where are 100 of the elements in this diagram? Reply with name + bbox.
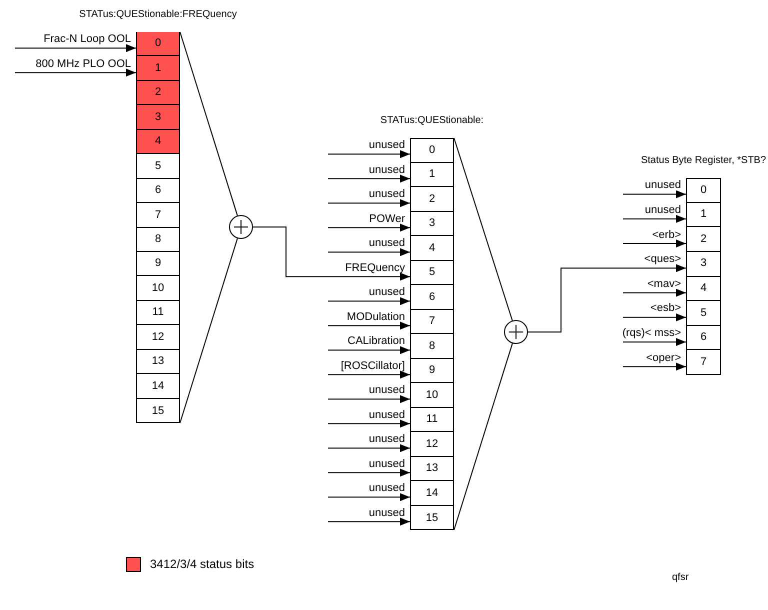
edge-label: unused — [368, 433, 405, 446]
arrow — [328, 493, 410, 502]
arrow — [328, 370, 410, 379]
bit-cell: 0 — [411, 138, 453, 162]
bit-cell: 5 — [687, 301, 720, 326]
bit-cell: 4 — [687, 276, 720, 302]
arrow — [622, 240, 686, 248]
edge-label: unused — [368, 384, 405, 398]
register-title: Status Byte Register, *STB? — [640, 155, 766, 167]
arrow — [328, 346, 410, 354]
bit-cell: 12 — [137, 325, 179, 350]
bit-cell: 7 — [411, 310, 453, 334]
figure-id: qfsr — [672, 571, 689, 585]
summing-junction — [229, 215, 253, 239]
connector-line — [454, 138, 513, 322]
edge-label: unused — [368, 286, 405, 300]
bit-cell: 6 — [687, 326, 720, 350]
arrow — [328, 518, 410, 526]
bit-cell: 8 — [137, 228, 179, 252]
bit-cell: 2 — [411, 187, 453, 212]
bit-cell: 11 — [411, 408, 453, 432]
edge-label: Frac-N Loop OOL — [44, 33, 131, 46]
arrow — [14, 68, 136, 77]
bit-cell: 9 — [411, 358, 453, 383]
edge-label: unused — [368, 506, 405, 520]
edge-label: unused — [368, 188, 405, 202]
arrow — [328, 224, 410, 232]
edge-label: unused — [644, 179, 681, 192]
edge-label: POWer — [369, 212, 405, 226]
connector-line — [180, 32, 238, 216]
bit-cell: 2 — [687, 227, 720, 252]
bit-cell: 13 — [137, 350, 179, 374]
bit-cell: 6 — [137, 178, 179, 204]
bit-cell: 4 — [137, 130, 179, 154]
connector-line — [180, 238, 238, 424]
edge-label: <mav> — [647, 278, 681, 291]
bit-cell: 5 — [411, 260, 453, 285]
arrow — [622, 214, 686, 223]
connector-line — [454, 342, 513, 530]
bit-cell: 10 — [137, 276, 179, 301]
arrow — [622, 338, 686, 346]
summing-junction — [504, 320, 528, 344]
edge-label: (rqs)< mss> — [622, 327, 681, 340]
bit-cell: 0 — [137, 32, 179, 56]
edge-label: unused — [368, 408, 405, 422]
edge-label: unused — [368, 237, 405, 250]
edge-label: 800 MHz PLO OOL — [36, 58, 131, 71]
bit-cell: 11 — [137, 300, 179, 326]
arrow — [528, 264, 686, 332]
bit-cell: 7 — [137, 203, 179, 228]
edge-label: <erb> — [652, 228, 681, 242]
bit-cell: 1 — [137, 56, 179, 81]
bit-cell: 14 — [411, 481, 453, 506]
arrow — [328, 150, 410, 158]
bit-cell: 15 — [137, 398, 179, 423]
arrow — [328, 395, 410, 404]
legend-text: 3412/3/4 status bits — [150, 556, 254, 573]
edge-label: unused — [368, 139, 405, 152]
edge-label: unused — [644, 204, 681, 217]
bit-cell: 13 — [411, 456, 453, 481]
edge-label: [ROSCillator] — [340, 360, 405, 373]
bit-cell: 4 — [411, 236, 453, 260]
edge-label: unused — [368, 458, 405, 471]
arrow — [14, 44, 136, 52]
arrow — [252, 226, 410, 281]
bit-cell: 7 — [687, 350, 720, 375]
edge-label: <esb> — [650, 302, 681, 316]
edge-label: unused — [368, 164, 405, 177]
bit-cell: 6 — [411, 285, 453, 310]
arrow — [622, 362, 686, 371]
arrow — [328, 444, 410, 452]
bit-cell: 8 — [411, 334, 453, 358]
bit-cell: 1 — [687, 202, 720, 228]
edge-label: <ques> — [644, 253, 681, 266]
bit-cell: 10 — [411, 383, 453, 408]
arrow — [622, 288, 686, 297]
bit-cell: 14 — [137, 374, 179, 399]
register-title: STATus:QUEStionable: — [380, 115, 484, 127]
edge-label: CALibration — [348, 335, 405, 348]
arrow — [328, 297, 410, 306]
arrow — [328, 199, 410, 208]
arrow — [328, 174, 410, 183]
bit-cell: 12 — [411, 432, 453, 456]
arrow — [622, 313, 686, 322]
edge-label: <oper> — [646, 352, 681, 365]
bit-cell: 0 — [687, 178, 720, 203]
edge-label: unused — [368, 482, 405, 496]
arrow — [622, 190, 686, 198]
arrow — [328, 468, 410, 477]
edge-label: MODulation — [346, 310, 405, 324]
bit-cell: 3 — [687, 252, 720, 276]
register-title: STATus:QUEStionable:FREQuency — [79, 9, 237, 21]
arrow — [328, 248, 410, 256]
edge-label: FREQuency — [345, 262, 405, 275]
bit-cell: 1 — [411, 162, 453, 187]
bit-cell: 2 — [137, 80, 179, 106]
arrow — [328, 322, 410, 330]
bit-cell: 3 — [411, 212, 453, 236]
bit-cell: 15 — [411, 506, 453, 530]
bit-cell: 3 — [137, 105, 179, 130]
